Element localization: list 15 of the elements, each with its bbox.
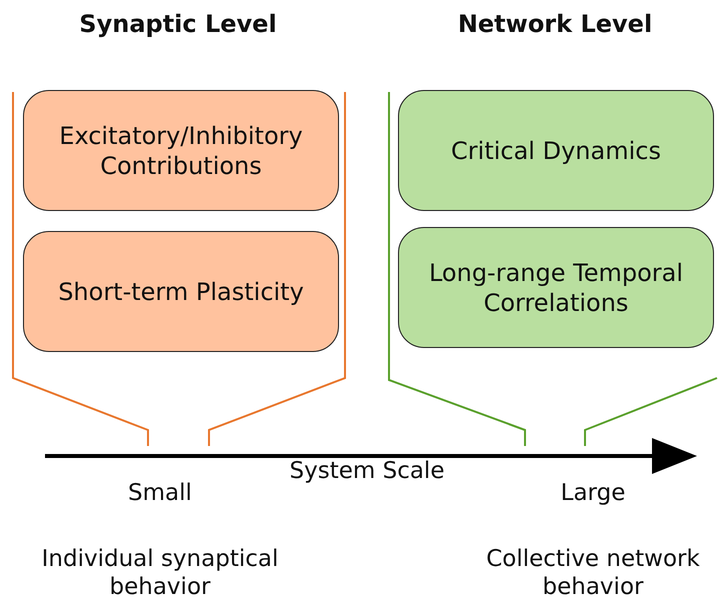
level-heading: Synaptic Level (78, 10, 278, 38)
scale-label: Large (560, 479, 626, 507)
description-text: Collective network behavior (485, 545, 701, 600)
axis-label: System Scale (288, 457, 446, 485)
process-box (398, 90, 714, 211)
box-text: Excitatory/Inhibitory Contributions (58, 120, 304, 180)
process-box (398, 227, 714, 348)
description-text: Individual synaptical behavior (40, 545, 280, 600)
box-text: Critical Dynamics (450, 136, 662, 166)
box-text: Long-range Temporal Correlations (428, 258, 684, 318)
process-box (23, 231, 339, 352)
scale-label: Small (127, 479, 193, 507)
box-text: Short-term Plasticity (57, 276, 305, 306)
level-heading: Network Level (456, 10, 654, 38)
process-box (23, 90, 339, 211)
